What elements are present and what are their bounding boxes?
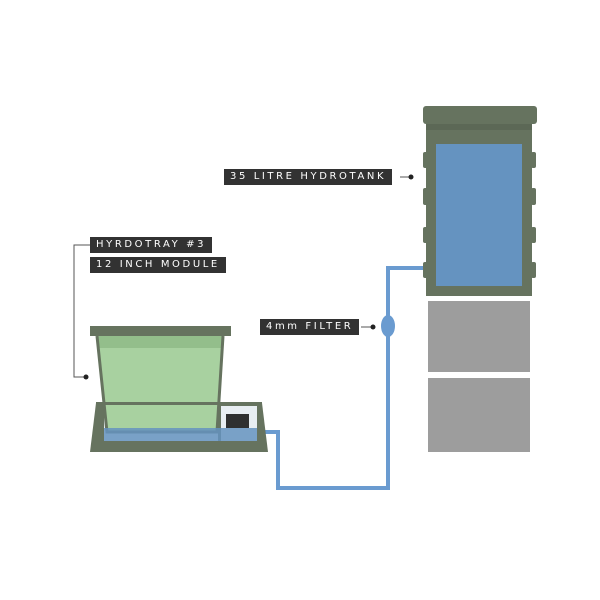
tray-name-label: HYRDOTRAY #3 bbox=[90, 237, 213, 253]
tank-water bbox=[436, 144, 522, 286]
plant-pot bbox=[97, 336, 223, 432]
tray-lid bbox=[90, 326, 231, 336]
pump-icon bbox=[226, 414, 249, 428]
hydrotray bbox=[90, 326, 268, 452]
water-pipe bbox=[256, 266, 428, 490]
filter-icon bbox=[381, 315, 395, 337]
hydrotank bbox=[423, 106, 537, 296]
stand-block-top bbox=[428, 301, 530, 372]
tray-water bbox=[104, 428, 257, 441]
tank-label: 35 LITRE HYDROTANK bbox=[224, 169, 393, 185]
stand-block-bottom bbox=[428, 378, 530, 452]
tray-size-label: 12 INCH MODULE bbox=[90, 257, 226, 273]
filter-label: 4mm FILTER bbox=[260, 319, 360, 335]
